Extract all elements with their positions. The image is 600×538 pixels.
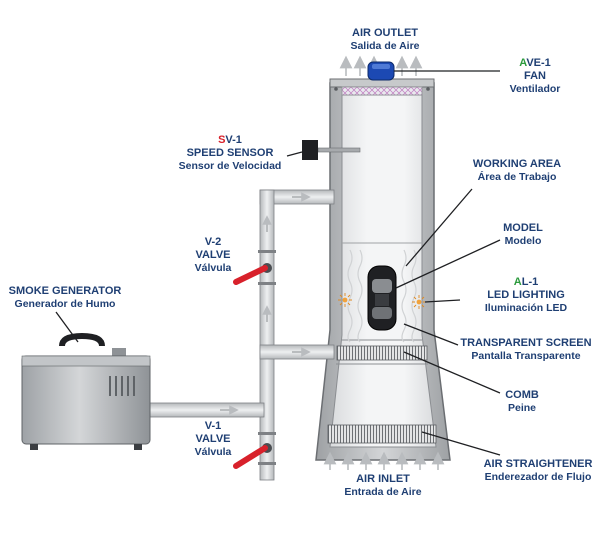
smoke-generator <box>21 332 151 450</box>
label-air-straightener: AIR STRAIGHTENER Enderezador de Flujo <box>478 458 598 484</box>
comb-title: COMB <box>505 389 539 401</box>
label-valve-2: V-2 VALVE Válvula <box>178 236 248 275</box>
fan-tag-letter: A <box>519 57 527 69</box>
led-tag-letter: A <box>513 276 522 288</box>
label-air-inlet: AIR INLET Entrada de Aire <box>328 473 438 499</box>
pipe-flow-arrows <box>220 192 311 415</box>
rim-bolt-right <box>426 87 430 91</box>
valve-1-title: VALVE <box>195 433 231 445</box>
model-title: MODEL <box>503 222 543 234</box>
valve-2-tag: V-2 <box>204 236 222 248</box>
car-model <box>367 265 397 331</box>
fan-tag-rest: VE-1 <box>526 57 551 69</box>
valve-1 <box>233 443 272 469</box>
smoke-generator-title: SMOKE GENERATOR <box>8 285 122 297</box>
air-straightener <box>327 424 437 444</box>
label-led-lighting: AL-1 LED LIGHTING Iluminación LED <box>466 276 586 315</box>
label-smoke-generator: SMOKE GENERATOR Generador de Humo <box>0 285 130 311</box>
comb <box>336 345 428 361</box>
air-inlet-subtitle: Entrada de Aire <box>344 486 422 498</box>
speed-sensor-tag-letter: S <box>218 134 226 146</box>
transparent-screen-subtitle: Pantalla Transparente <box>471 350 581 362</box>
led-light-right <box>412 295 426 309</box>
led-lighting-subtitle: Iluminación LED <box>484 302 568 314</box>
valve-1-subtitle: Válvula <box>194 446 232 458</box>
air-straightener-subtitle: Enderezador de Flujo <box>484 471 592 483</box>
label-speed-sensor: SV-1 SPEED SENSOR Sensor de Velocidad <box>170 134 290 173</box>
label-fan: AVE-1 FAN Ventilador <box>480 57 590 96</box>
leader-lines <box>55 70 501 456</box>
label-air-outlet: AIR OUTLET Salida de Aire <box>330 27 440 53</box>
inlet-arrows <box>323 451 445 470</box>
label-valve-1: V-1 VALVE Válvula <box>178 420 248 459</box>
valve-2-title: VALVE <box>195 249 231 261</box>
label-transparent-screen: TRANSPARENT SCREEN Pantalla Transparente <box>456 337 596 363</box>
smoke-streaks <box>347 249 417 343</box>
model-subtitle: Modelo <box>504 235 542 247</box>
comb-subtitle: Peine <box>507 402 536 414</box>
valve-1-tag: V-1 <box>204 420 222 432</box>
label-model: MODEL Modelo <box>488 222 558 248</box>
air-outlet-subtitle: Salida de Aire <box>350 40 420 52</box>
working-area-subtitle: Área de Trabajo <box>477 171 557 183</box>
outlet-mesh <box>341 86 423 96</box>
fan-subtitle: Ventilador <box>509 83 561 95</box>
valve-2 <box>233 263 272 285</box>
valve-2-subtitle: Válvula <box>194 262 232 274</box>
led-tag-rest: L-1 <box>521 276 539 288</box>
air-straightener-title: AIR STRAIGHTENER <box>483 458 593 470</box>
speed-sensor <box>302 140 361 160</box>
smoke-generator-subtitle: Generador de Humo <box>14 298 116 310</box>
speed-sensor-title: SPEED SENSOR <box>186 147 274 159</box>
transparent-screen-title: TRANSPARENT SCREEN <box>460 337 592 349</box>
fan <box>367 61 395 81</box>
fan-title: FAN <box>524 70 546 82</box>
led-light-left <box>338 293 352 307</box>
speed-sensor-subtitle: Sensor de Velocidad <box>178 160 282 172</box>
air-inlet-title: AIR INLET <box>356 473 410 485</box>
smoke-pipe <box>147 189 335 481</box>
label-comb: COMB Peine <box>492 389 552 415</box>
label-working-area: WORKING AREA Área de Trabajo <box>462 158 572 184</box>
air-outlet-title: AIR OUTLET <box>352 27 418 39</box>
speed-sensor-tag-rest: V-1 <box>225 134 242 146</box>
rim-bolt-left <box>334 87 338 91</box>
led-lighting-title: LED LIGHTING <box>487 289 565 301</box>
working-area-title: WORKING AREA <box>472 158 562 170</box>
